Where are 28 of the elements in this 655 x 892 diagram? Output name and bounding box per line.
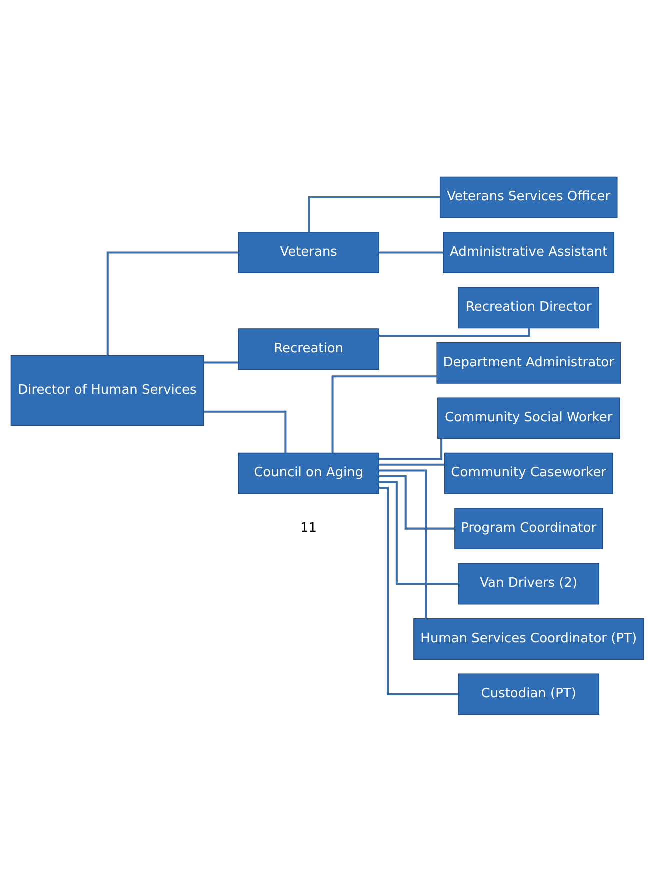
connector [379, 438, 443, 460]
connector [379, 481, 458, 586]
node-box: Community Social Worker [438, 398, 620, 440]
node-box: Department Administrator [436, 342, 622, 384]
label: 11 [300, 520, 318, 536]
connector [379, 252, 444, 254]
node-box: Veterans Services Officer [440, 176, 618, 218]
node-box: Veterans [238, 232, 380, 274]
node-box: Community Caseworker [444, 452, 614, 494]
connector [308, 196, 440, 232]
connector [379, 476, 455, 530]
connector [106, 252, 239, 356]
connector [204, 362, 238, 364]
node-box: Council on Aging [238, 452, 380, 494]
node-box: Custodian (PT) [458, 674, 600, 716]
node-box: Recreation [238, 328, 380, 370]
connector [379, 464, 444, 466]
node-box: Recreation Director [458, 287, 600, 329]
connector [379, 328, 530, 337]
connector [379, 470, 428, 619]
node-box: Administrative Assistant [443, 232, 615, 274]
node-box: Program Coordinator [454, 508, 604, 550]
node-box: Director of Human Services [10, 355, 204, 426]
node-box: Van Drivers (2) [458, 563, 600, 605]
node-box: Human Services Coordinator (PT) [414, 618, 644, 660]
connector [204, 410, 287, 454]
connector [332, 376, 437, 454]
connector [379, 487, 458, 696]
